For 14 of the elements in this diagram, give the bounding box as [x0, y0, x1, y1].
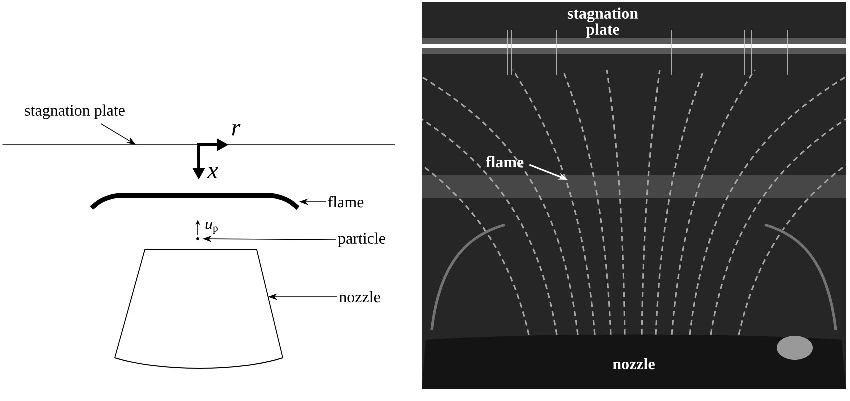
text-label: flame — [328, 196, 364, 208]
plate-line — [2, 144, 396, 146]
axis-label: x — [207, 168, 218, 179]
text-label: nozzle — [340, 291, 380, 303]
photo-label: nozzle — [613, 358, 655, 370]
photo-drawing — [422, 2, 846, 390]
axis-label: r — [232, 124, 241, 136]
velocity-label: u$_{p}$ — [206, 222, 218, 234]
text-label: flame — [486, 156, 524, 168]
nozzle-drawing — [114, 250, 284, 369]
flame-arc — [90, 193, 300, 210]
photo-label: stagnation plate — [568, 8, 638, 38]
text-label: particle — [338, 232, 386, 248]
text-label: stagnation plate — [25, 104, 125, 120]
